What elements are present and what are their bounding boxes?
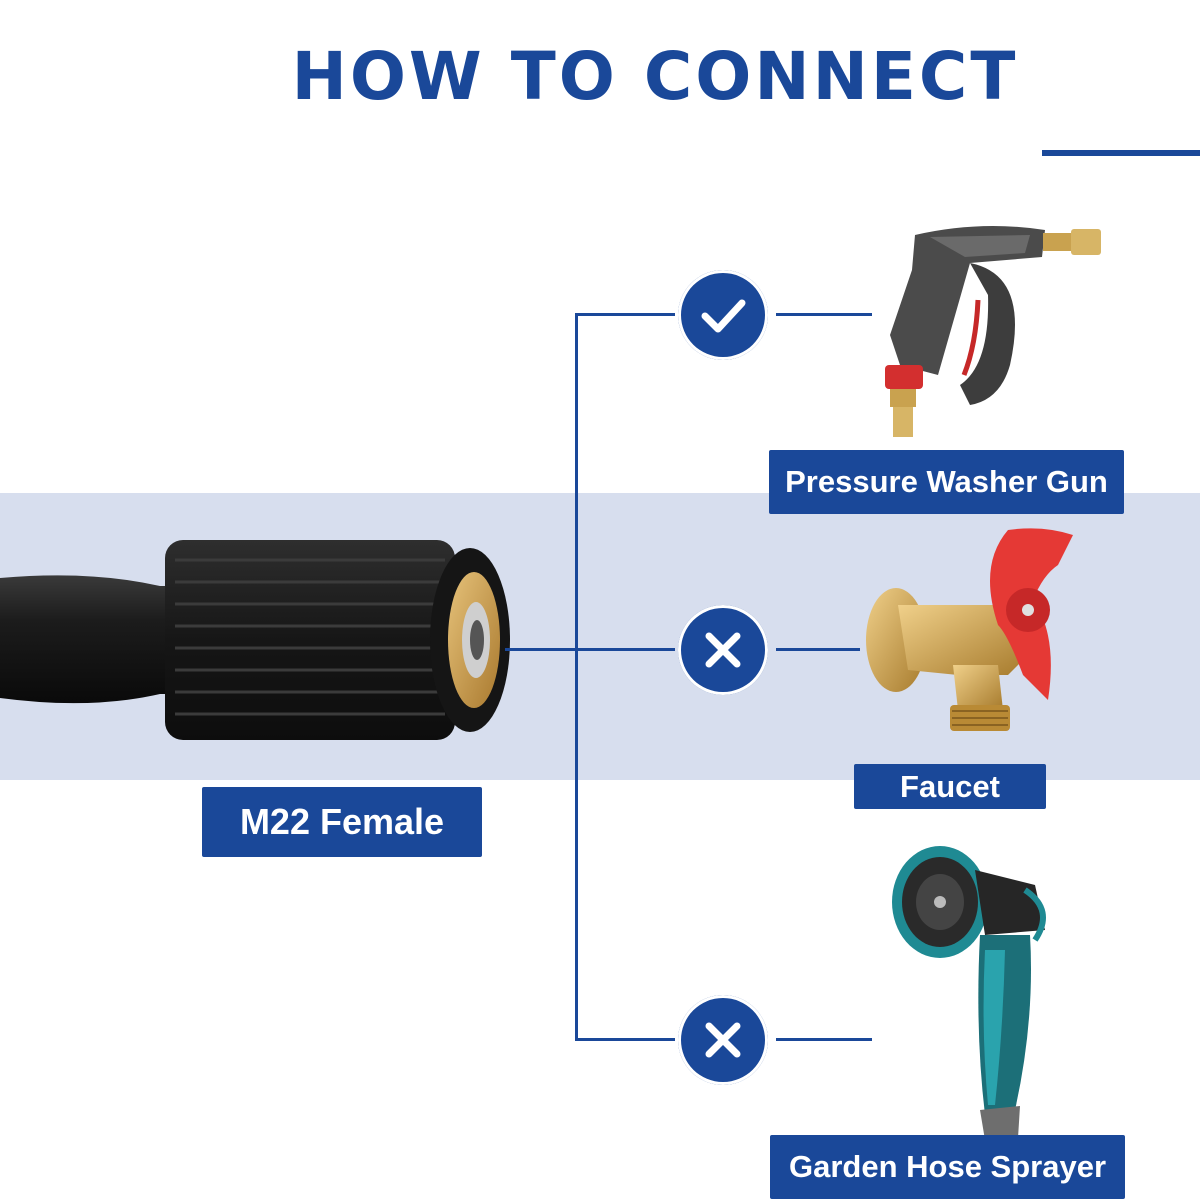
check-icon xyxy=(678,270,768,360)
source-label: M22 Female xyxy=(202,787,482,857)
m22-female-fitting-image xyxy=(0,540,510,740)
connector-from-fitting xyxy=(505,648,577,651)
cross-icon xyxy=(678,605,768,695)
connection-label-2: Faucet xyxy=(854,764,1046,809)
title-underline xyxy=(1042,150,1200,156)
page-title: HOW TO CONNECT xyxy=(291,38,1019,115)
connector-trunk xyxy=(575,313,578,1040)
cross-icon xyxy=(678,995,768,1085)
garden-hose-sprayer-image xyxy=(892,846,1046,1140)
pressure-washer-gun-image xyxy=(885,226,1101,437)
connection-label-3: Garden Hose Sprayer xyxy=(770,1135,1125,1199)
connector-branch-2 xyxy=(575,648,675,651)
connector-branch-1 xyxy=(575,313,675,316)
connection-label-1: Pressure Washer Gun xyxy=(769,450,1124,514)
faucet-image xyxy=(866,528,1073,731)
connector-branch-3 xyxy=(575,1038,675,1041)
connector-branch-1-right xyxy=(776,313,872,316)
connector-branch-3-right xyxy=(776,1038,872,1041)
connector-branch-2-right xyxy=(776,648,860,651)
